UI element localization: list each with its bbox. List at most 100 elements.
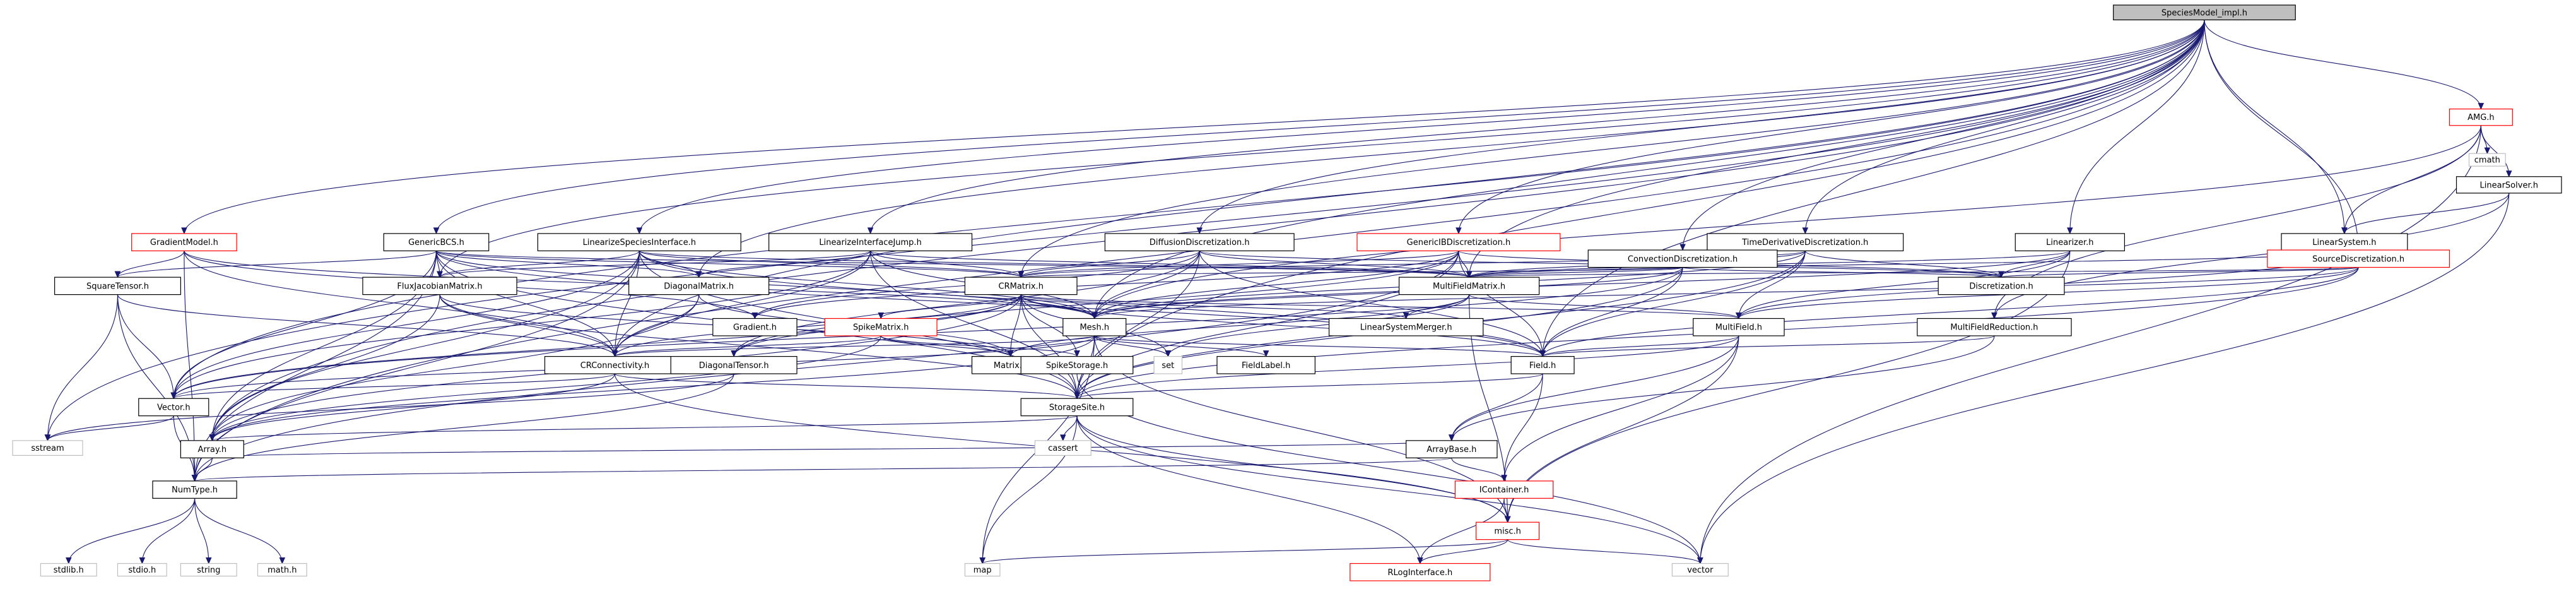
node-sstream[interactable]: sstream <box>12 440 83 456</box>
node-amg[interactable]: AMG.h <box>2449 109 2513 126</box>
node-squaretensor[interactable]: SquareTensor.h <box>54 277 181 295</box>
node-label: MultiField.h <box>1715 323 1762 333</box>
edge-line <box>1738 251 2071 319</box>
node-root[interactable]: SpeciesModel_impl.h <box>2113 4 2296 21</box>
node-spikestorage[interactable]: SpikeStorage.h <box>1020 356 1134 374</box>
node-vector[interactable]: vector <box>1671 562 1729 577</box>
node-box <box>152 480 237 499</box>
node-label: GenericIBDiscretization.h <box>1407 238 1511 247</box>
node-string[interactable]: string <box>180 562 237 577</box>
node-array[interactable]: Array.h <box>180 440 244 458</box>
node-sourcedisc[interactable]: SourceDiscretization.h <box>2267 249 2450 268</box>
node-label: sstream <box>31 444 64 453</box>
edge-root-to-crconn <box>611 20 2205 357</box>
edge-numtype-to-stdlib <box>66 498 196 564</box>
node-numtype[interactable]: NumType.h <box>152 480 237 499</box>
edge-diagmatrix-to-crconn <box>611 294 700 357</box>
node-stdlib[interactable]: stdlib.h <box>40 562 97 577</box>
node-box <box>1062 318 1127 336</box>
edge-line <box>2001 266 2359 278</box>
edge-line <box>880 335 1011 357</box>
edge-arraybase-to-icontainer <box>1451 458 1507 482</box>
node-genericib[interactable]: GenericIBDiscretization.h <box>1356 233 1561 251</box>
arrowhead-icon <box>1417 557 1423 564</box>
node-multifieldreduction[interactable]: MultiFieldReduction.h <box>1917 318 2072 336</box>
edge-amg-to-linearsolver <box>2480 125 2512 178</box>
node-fluxjac[interactable]: FluxJacobianMatrix.h <box>362 277 517 295</box>
edge-line <box>982 539 1509 564</box>
edge-line <box>1167 294 1470 357</box>
node-linifacejump[interactable]: LinearizeInterfaceJump.h <box>768 233 973 251</box>
edge-line <box>211 294 700 441</box>
edge-multifieldmatrix-to-multifield <box>1469 294 1742 319</box>
node-label: Vector.h <box>157 403 191 412</box>
node-fieldlabel[interactable]: FieldLabel.h <box>1216 356 1315 374</box>
node-stdio[interactable]: stdio.h <box>117 562 167 577</box>
node-linearizer[interactable]: Linearizer.h <box>2014 233 2126 251</box>
node-label: StorageSite.h <box>1049 403 1105 412</box>
node-convdisc[interactable]: ConvectionDiscretization.h <box>1587 249 1778 268</box>
node-rlog[interactable]: RLogInterface.h <box>1350 562 1491 581</box>
node-gradient[interactable]: Gradient.h <box>712 318 797 336</box>
node-genericbcs[interactable]: GenericBCS.h <box>383 233 490 251</box>
node-cassert[interactable]: cassert <box>1034 440 1091 456</box>
node-box <box>362 277 517 295</box>
edge-crmatrix-to-spikematrix <box>878 294 1021 319</box>
node-label: string <box>197 566 220 575</box>
node-box <box>768 233 973 251</box>
edge-root-to-vector <box>170 20 2205 400</box>
node-math[interactable]: math.h <box>257 562 307 577</box>
edge-line <box>439 294 616 357</box>
node-box <box>1693 318 1785 336</box>
edge-line <box>870 250 1470 278</box>
node-diagmatrix[interactable]: DiagonalMatrix.h <box>628 277 770 295</box>
node-map[interactable]: map <box>964 562 1001 577</box>
node-storagesite[interactable]: StorageSite.h <box>1020 398 1134 417</box>
edge-line <box>439 20 2205 278</box>
edge-line <box>184 20 2205 234</box>
node-diagtensor[interactable]: DiagonalTensor.h <box>670 356 797 374</box>
node-set[interactable]: set <box>1153 356 1183 374</box>
node-icontainer[interactable]: IContainer.h <box>1454 480 1554 499</box>
edge-line <box>2069 20 2205 234</box>
node-linspeciface[interactable]: LinearizeSpeciesInterface.h <box>537 233 741 251</box>
arrowhead-icon <box>1736 312 1742 319</box>
node-box <box>117 562 167 577</box>
edge-line <box>1503 335 1739 481</box>
edge-line <box>638 20 2205 234</box>
node-spikematrix[interactable]: SpikeMatrix.h <box>824 318 938 336</box>
edge-line <box>211 415 1078 441</box>
node-linearsystem[interactable]: LinearSystem.h <box>2281 233 2408 251</box>
node-field[interactable]: Field.h <box>1510 356 1575 374</box>
node-box <box>824 318 938 336</box>
arrowhead-icon <box>695 271 702 278</box>
node-linearsolver[interactable]: LinearSolver.h <box>2455 176 2562 194</box>
node-diffdisc[interactable]: DiffusionDiscretization.h <box>1104 233 1295 251</box>
edge-line <box>614 294 1021 357</box>
edge-line <box>435 250 700 278</box>
node-crconn[interactable]: CRConnectivity.h <box>544 356 686 374</box>
node-box <box>54 277 181 295</box>
node-box <box>180 440 244 458</box>
edge-line <box>1451 335 1739 441</box>
node-vector[interactable]: Vector.h <box>138 398 209 417</box>
edge-spikematrix-to-spikestorage <box>880 335 1080 357</box>
node-gradientmodel[interactable]: GradientModel.h <box>131 233 237 251</box>
edge-line <box>1094 125 2481 319</box>
node-multifield[interactable]: MultiField.h <box>1693 318 1785 336</box>
node-discretization[interactable]: Discretization.h <box>1938 277 2065 295</box>
node-mesh[interactable]: Mesh.h <box>1062 318 1127 336</box>
node-timederiv[interactable]: TimeDerivativeDiscretization.h <box>1707 233 1904 251</box>
node-cmath[interactable]: cmath <box>2468 153 2506 167</box>
arrowhead-icon <box>611 350 618 357</box>
node-arraybase[interactable]: ArrayBase.h <box>1406 440 1498 458</box>
node-crmatrix[interactable]: CRMatrix.h <box>964 277 1078 295</box>
edge-line <box>1458 20 2205 234</box>
node-box <box>2014 233 2126 251</box>
edge-line <box>614 335 881 357</box>
node-misc[interactable]: misc.h <box>1476 521 1540 540</box>
node-linearsystemmerger[interactable]: LinearSystemMerger.h <box>1328 318 1484 336</box>
node-label: DiagonalTensor.h <box>699 361 769 371</box>
edge-line <box>1542 335 1995 357</box>
node-multifieldmatrix[interactable]: MultiFieldMatrix.h <box>1398 277 1540 295</box>
